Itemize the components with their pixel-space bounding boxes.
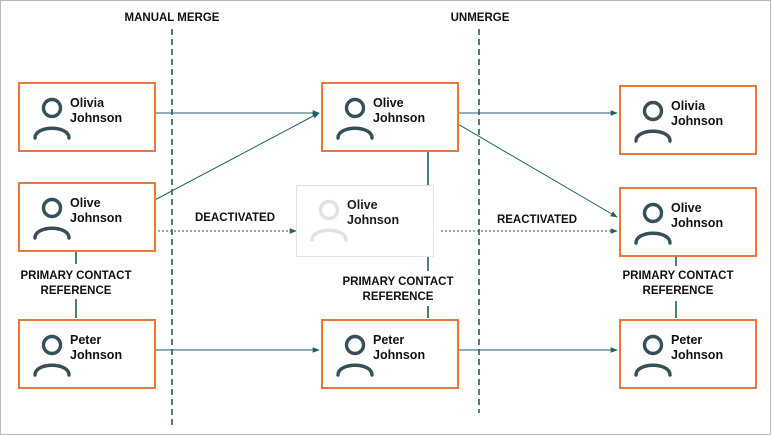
- stage-title-unmerge: UNMERGE: [450, 12, 510, 24]
- person-icon: [634, 334, 672, 377]
- person-icon: [336, 334, 374, 377]
- person-icon: [310, 199, 348, 242]
- reactivated-label: REACTIVATED: [496, 214, 578, 226]
- person-icon: [634, 100, 672, 143]
- person-icon: [33, 197, 71, 240]
- person-icon: [33, 97, 71, 140]
- arrow-merged-to-olive: [438, 112, 618, 218]
- person-icon: [634, 202, 672, 245]
- person-icon: [33, 334, 71, 377]
- arrow-olive-to-merged-olive: [133, 112, 320, 212]
- stage-title-manual-merge: MANUAL MERGE: [124, 12, 220, 24]
- person-icon: [336, 97, 374, 140]
- deactivated-label: DEACTIVATED: [194, 212, 276, 224]
